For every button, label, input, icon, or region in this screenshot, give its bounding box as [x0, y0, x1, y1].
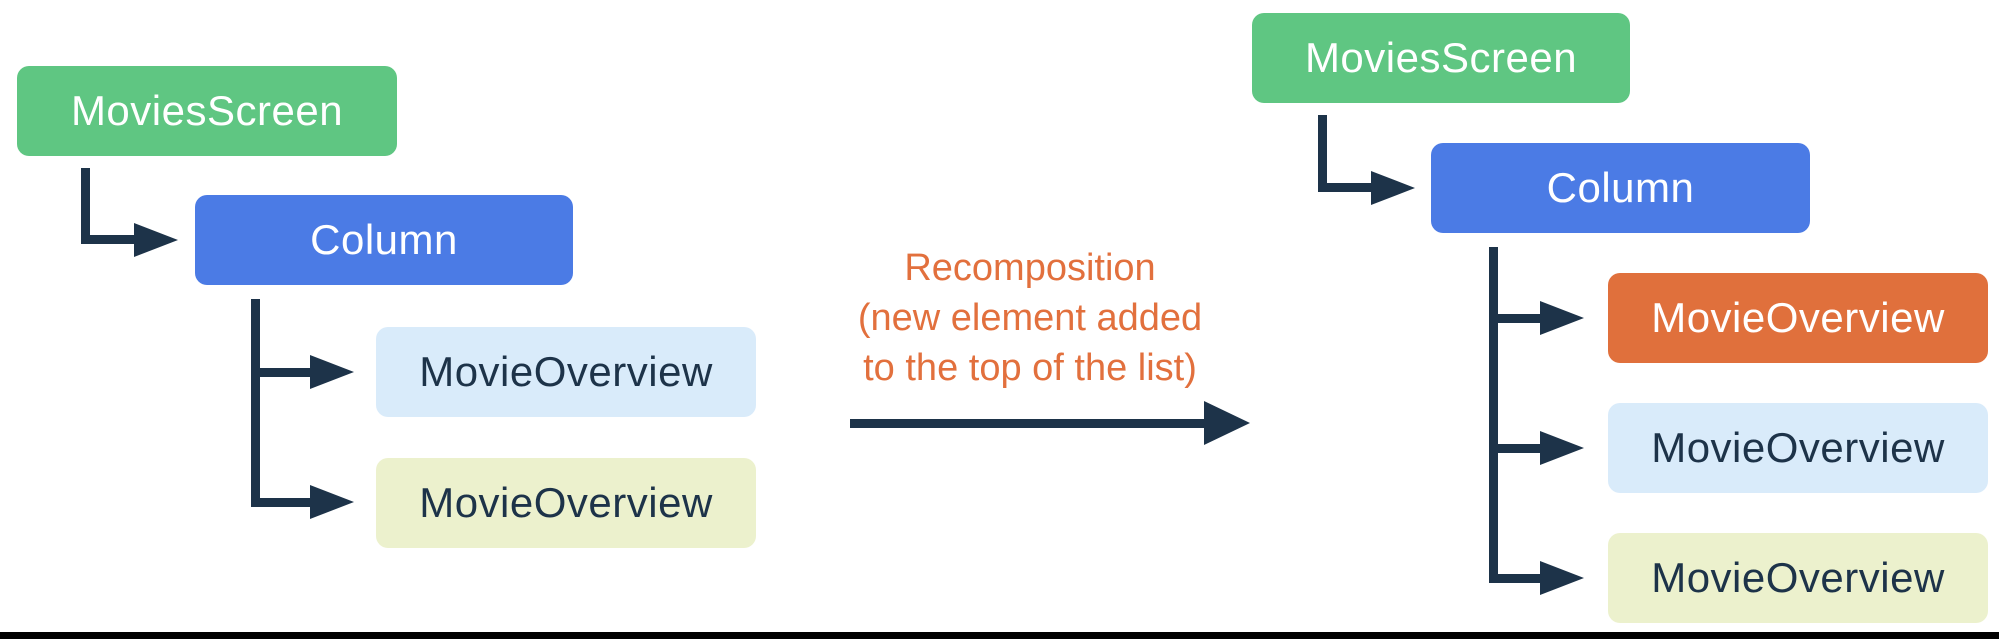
after-column-node: Column [1431, 143, 1810, 233]
after-branch3-line [1489, 574, 1541, 583]
after-child3-label: MovieOverview [1651, 554, 1945, 601]
before-root-node: MoviesScreen [17, 66, 397, 156]
before-root-connector-vertical [81, 168, 90, 244]
before-branch2-arrowhead-icon [310, 485, 354, 519]
after-branch2-line [1489, 444, 1541, 453]
bottom-divider-bar [0, 632, 1999, 639]
recomposition-annotation: Recomposition (new element added to the … [810, 243, 1250, 393]
before-child1-node: MovieOverview [376, 327, 756, 417]
before-root-label: MoviesScreen [70, 87, 344, 134]
after-root-label: MoviesScreen [1304, 34, 1578, 81]
after-root-connector-vertical [1318, 115, 1327, 192]
before-child2-node: MovieOverview [376, 458, 756, 548]
after-child2-node: MovieOverview [1608, 403, 1988, 493]
transition-arrow-shaft [850, 419, 1206, 428]
before-root-arrowhead-icon [134, 223, 178, 257]
before-column-node: Column [195, 195, 573, 285]
transition-arrowhead-icon [1204, 401, 1250, 445]
before-column-trunk [251, 299, 260, 507]
after-column-label: Column [1546, 164, 1695, 211]
after-child1-node-new: MovieOverview [1608, 273, 1988, 363]
after-branch2-arrowhead-icon [1540, 431, 1584, 465]
after-child2-label: MovieOverview [1651, 424, 1945, 471]
before-branch2-line [251, 498, 311, 507]
annotation-line-2: (new element added [857, 297, 1203, 339]
after-column-trunk [1489, 247, 1498, 583]
after-root-arrowhead-icon [1371, 171, 1415, 205]
before-column-label: Column [310, 216, 458, 263]
after-child3-node: MovieOverview [1608, 533, 1988, 623]
before-branch1-arrowhead-icon [310, 355, 354, 389]
before-child1-label: MovieOverview [419, 348, 713, 395]
before-root-connector-horizontal [81, 235, 136, 244]
annotation-line-3: to the top of the list) [863, 347, 1197, 389]
before-child2-label: MovieOverview [419, 479, 713, 526]
after-branch3-arrowhead-icon [1540, 561, 1584, 595]
after-child1-label: MovieOverview [1651, 294, 1945, 341]
annotation-line-1: Recomposition [904, 247, 1156, 289]
after-root-node: MoviesScreen [1252, 13, 1630, 103]
after-branch1-arrowhead-icon [1540, 301, 1584, 335]
before-branch1-line [251, 368, 311, 377]
after-root-connector-horizontal [1318, 183, 1373, 192]
after-branch1-line [1489, 314, 1541, 323]
